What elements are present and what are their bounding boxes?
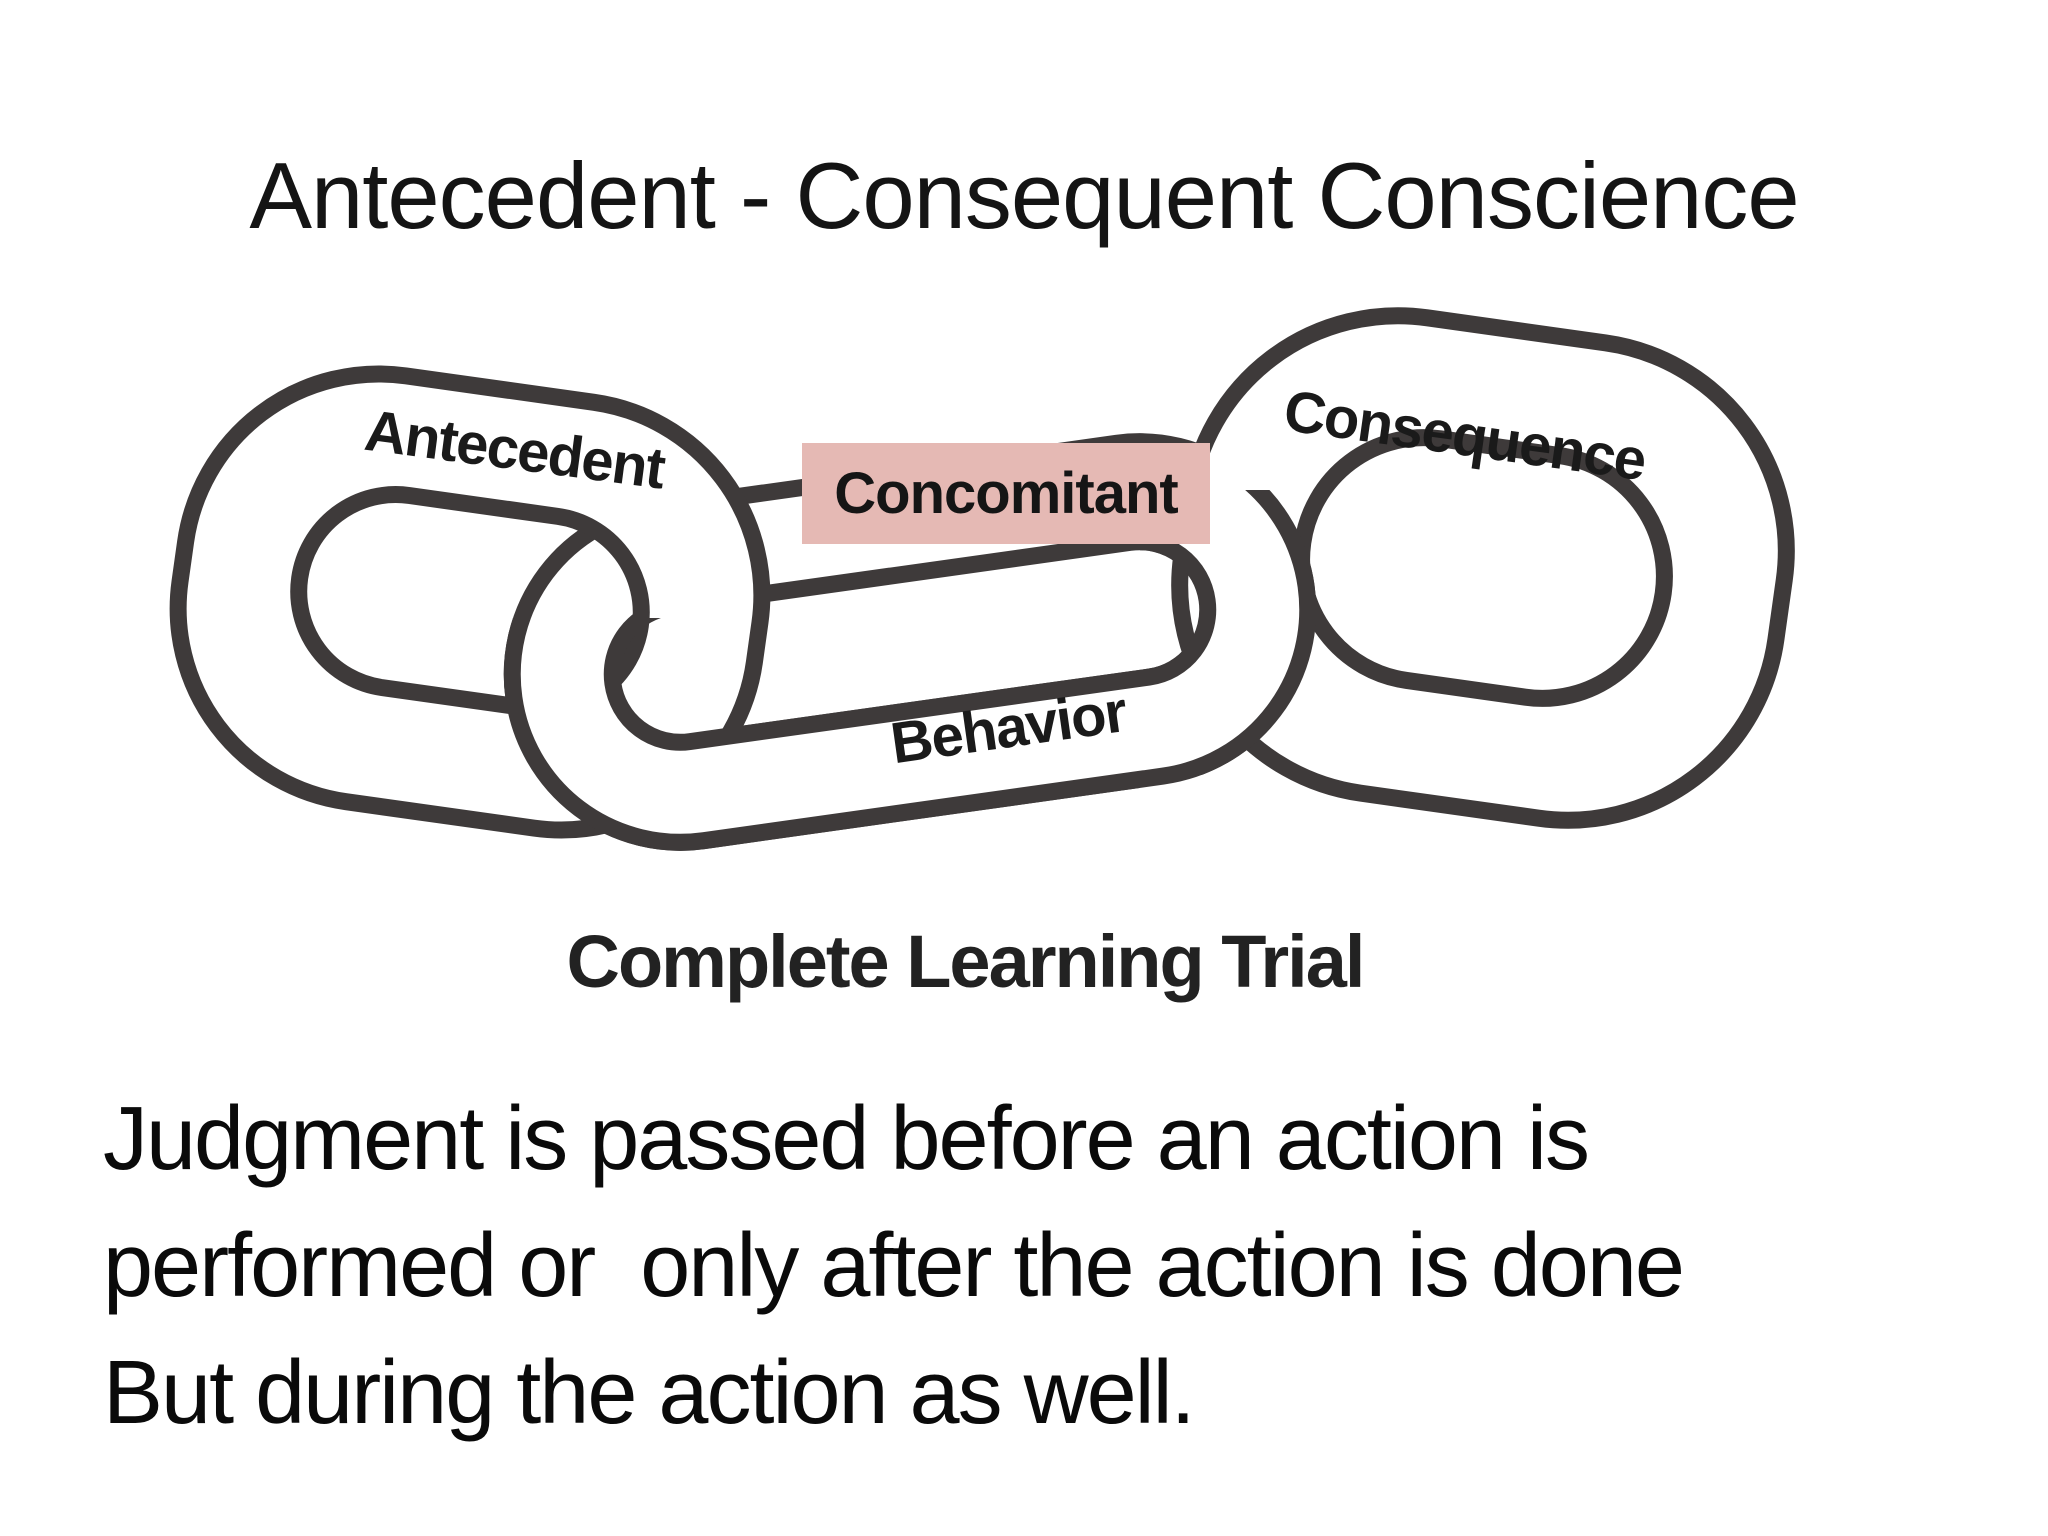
concomitant-overlay: Concomitant — [802, 443, 1210, 544]
body-line-2: performed or only after the action is do… — [103, 1216, 1685, 1316]
diagram-caption: Complete Learning Trial — [566, 920, 1366, 1003]
body-line-1: Judgment is passed before an action is — [103, 1089, 1590, 1189]
chain-link-consequence — [1171, 307, 1795, 829]
body-line-3: But during the action as well. — [103, 1343, 1196, 1443]
body-text: Judgment is passed before an action is p… — [103, 1076, 2033, 1457]
slide-title: Antecedent - Consequent Conscience — [249, 143, 1799, 248]
